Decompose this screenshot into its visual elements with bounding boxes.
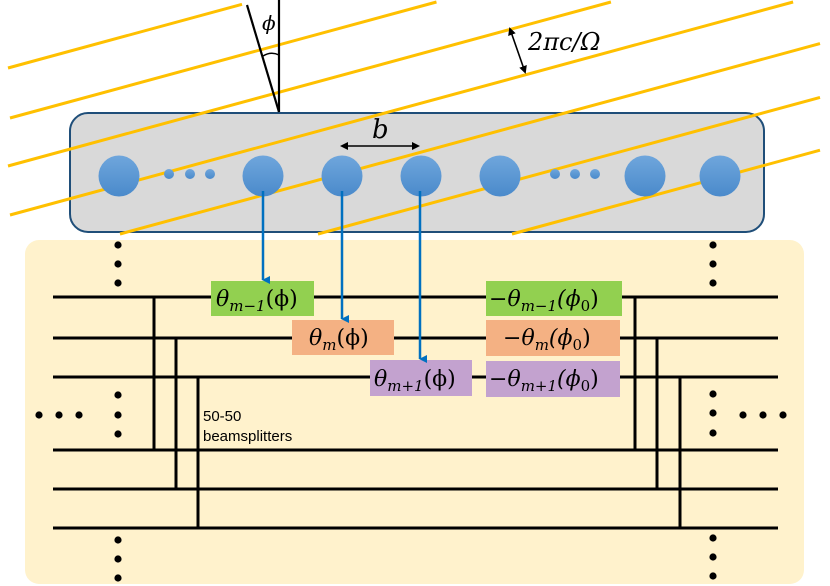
ellipsis-dot xyxy=(55,411,63,419)
emitter xyxy=(98,155,140,197)
wavelength-label: 2πc/Ω xyxy=(527,28,600,56)
incidence-line xyxy=(245,4,281,113)
beamsplitter-label-line2: beamsplitters xyxy=(203,428,292,445)
beamsplitter-label-line1: 50-50 xyxy=(203,408,241,425)
wavefront-line xyxy=(119,42,821,236)
ellipsis-dot xyxy=(114,574,122,582)
emitter xyxy=(699,155,741,197)
emitter xyxy=(479,155,521,197)
ellipsis-dot xyxy=(709,534,717,542)
ellipsis-dot xyxy=(114,260,122,268)
emitter-ellipsis-dot xyxy=(164,169,174,179)
phase-box-m xyxy=(292,320,394,355)
phase-box-neg-m-plus-1 xyxy=(486,361,620,397)
emitter xyxy=(242,155,284,197)
phase-shifters-right: −θm−1(ϕ0) −θm(ϕ0) −θm+1(ϕ0) xyxy=(486,281,622,397)
emitter-ellipsis-dot xyxy=(550,169,560,179)
emitter xyxy=(624,155,666,197)
ellipsis-dot xyxy=(114,391,122,399)
wavelength-indicator: 2πc/Ω xyxy=(508,27,600,74)
ellipsis-dot xyxy=(709,390,717,398)
phase-shifters-left: θm−1(ϕ) θm(ϕ) θm+1(ϕ) xyxy=(211,281,472,396)
ellipsis-dot xyxy=(75,411,83,419)
phase-box-m-plus-1 xyxy=(370,360,472,396)
wavefront-line xyxy=(511,148,821,236)
emitter-ellipsis-dot xyxy=(185,169,195,179)
angle-arc xyxy=(262,52,280,57)
ellipsis-dot xyxy=(35,411,43,419)
ellipsis-dot xyxy=(114,411,122,419)
phase-label-neg-m-plus-1: −θm+1(ϕ0) xyxy=(489,367,599,395)
spacing-label: b xyxy=(372,115,389,145)
ellipsis-dot xyxy=(739,411,747,419)
ellipsis-dot xyxy=(114,536,122,544)
phase-label-neg-m: −θm(ϕ0) xyxy=(503,326,591,354)
phase-box-neg-m xyxy=(486,320,620,356)
phase-box-m-minus-1 xyxy=(211,281,314,316)
phase-label-m-minus-1: θm−1(ϕ) xyxy=(216,287,298,315)
angle-label: ϕ xyxy=(262,11,276,35)
emitter-ellipsis-dot xyxy=(570,169,580,179)
wavefront-line xyxy=(317,96,821,236)
emitter-connections xyxy=(261,191,427,363)
emitter-ellipsis-dot xyxy=(205,169,215,179)
phase-label-neg-m-minus-1: −θm−1(ϕ0) xyxy=(489,287,599,315)
angle-indicator: ϕ xyxy=(245,0,281,113)
emitter xyxy=(321,155,363,197)
emitter-ellipsis-dot xyxy=(590,169,600,179)
wavefront-line xyxy=(9,0,437,120)
ellipsis-dot xyxy=(114,555,122,563)
wavefront-line xyxy=(7,2,243,70)
wavelength-arrow xyxy=(508,27,527,74)
ellipsis-dot xyxy=(709,260,717,268)
ellipsis-dot xyxy=(114,430,122,438)
wavefront-line xyxy=(9,0,794,217)
ellipsis-dot xyxy=(114,241,122,249)
ellipsis-dot xyxy=(709,409,717,417)
ellipsis-dot xyxy=(709,279,717,287)
circuit-panel xyxy=(25,240,804,584)
phase-box-neg-m-minus-1 xyxy=(486,281,622,316)
ellipsis-dot xyxy=(779,411,787,419)
ellipsis-dot xyxy=(709,572,717,580)
emitter-array xyxy=(98,155,741,197)
ellipsis-dot xyxy=(114,279,122,287)
ellipsis-dot xyxy=(709,553,717,561)
wavefront-group xyxy=(7,0,821,236)
spacing-indicator: b xyxy=(340,115,420,150)
emitter xyxy=(400,155,442,197)
phase-label-m: θm(ϕ) xyxy=(309,326,369,354)
ellipsis-dot xyxy=(709,241,717,249)
beamsplitter-group xyxy=(152,297,682,528)
ellipsis-dot xyxy=(709,429,717,437)
phase-label-m-plus-1: θm+1(ϕ) xyxy=(374,367,456,395)
ellipsis-dot xyxy=(759,411,767,419)
ellipsis-dots xyxy=(35,241,787,582)
